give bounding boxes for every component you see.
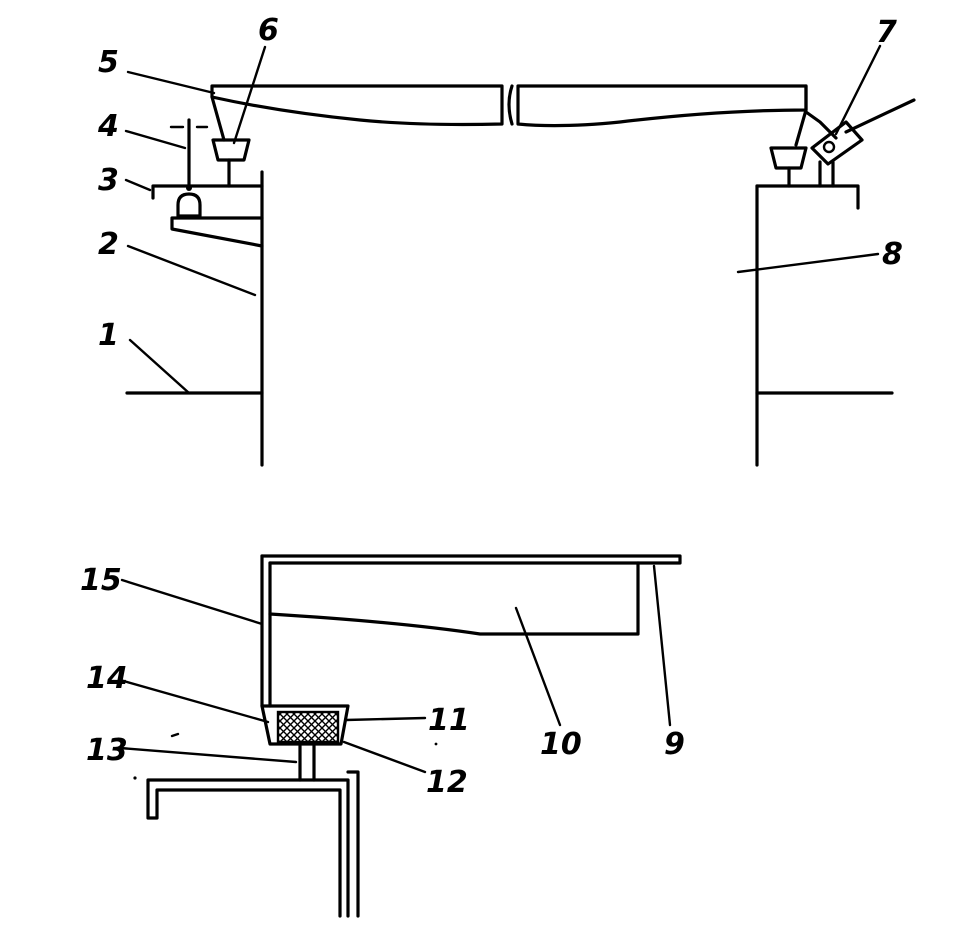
- hinge-posts: [818, 160, 835, 188]
- label-13: 13: [86, 733, 128, 768]
- hinge-handle: [844, 98, 916, 134]
- lower-leader-lines: [118, 564, 672, 774]
- seal-tube: [298, 744, 316, 782]
- label-4: 4: [97, 109, 119, 144]
- label-6: 6: [258, 13, 279, 48]
- right-lid-arm: [794, 84, 808, 147]
- label-1: 1: [98, 318, 119, 353]
- left-lid-panel: [210, 84, 504, 127]
- stray-mark-2: [434, 742, 438, 746]
- upper-leader-lines: [124, 44, 882, 395]
- seal-box: [260, 704, 350, 746]
- lower-figure: [118, 554, 682, 918]
- left-rail-line: [151, 184, 264, 200]
- label-12: 12: [426, 765, 468, 800]
- left-bracket: [170, 216, 264, 248]
- labels: 1 2 3 4 5 6 7 8 9 10 11 12 13 14 15: [80, 13, 903, 800]
- label-11: 11: [428, 703, 470, 738]
- stray-tick: [170, 732, 180, 738]
- seal-hatch: [276, 710, 340, 744]
- label-14: 14: [86, 661, 128, 696]
- right-lid-panel: [516, 84, 808, 128]
- hinge-lever: [810, 120, 864, 166]
- right-top-plate: [755, 184, 860, 210]
- upper-figure: [124, 44, 916, 467]
- lower-top-plate: [260, 554, 682, 565]
- label-7: 7: [876, 15, 897, 50]
- lower-bracket: [146, 770, 360, 918]
- label-9: 9: [664, 727, 685, 762]
- hinge-pivot: [822, 140, 836, 154]
- label-15: 15: [80, 563, 122, 598]
- label-3: 3: [98, 163, 119, 198]
- label-10: 10: [540, 727, 582, 762]
- label-2: 2: [98, 227, 119, 262]
- lower-left-side: [260, 554, 272, 708]
- right-roller: [769, 146, 808, 170]
- left-rail-wheel: [176, 192, 202, 218]
- stray-mark: [133, 776, 137, 780]
- label-8: 8: [882, 237, 903, 272]
- lower-panel: [268, 561, 640, 636]
- left-roller: [211, 138, 251, 162]
- left-lid-arm: [210, 95, 226, 142]
- center-gap-mark: [507, 84, 514, 126]
- label-5: 5: [98, 45, 119, 80]
